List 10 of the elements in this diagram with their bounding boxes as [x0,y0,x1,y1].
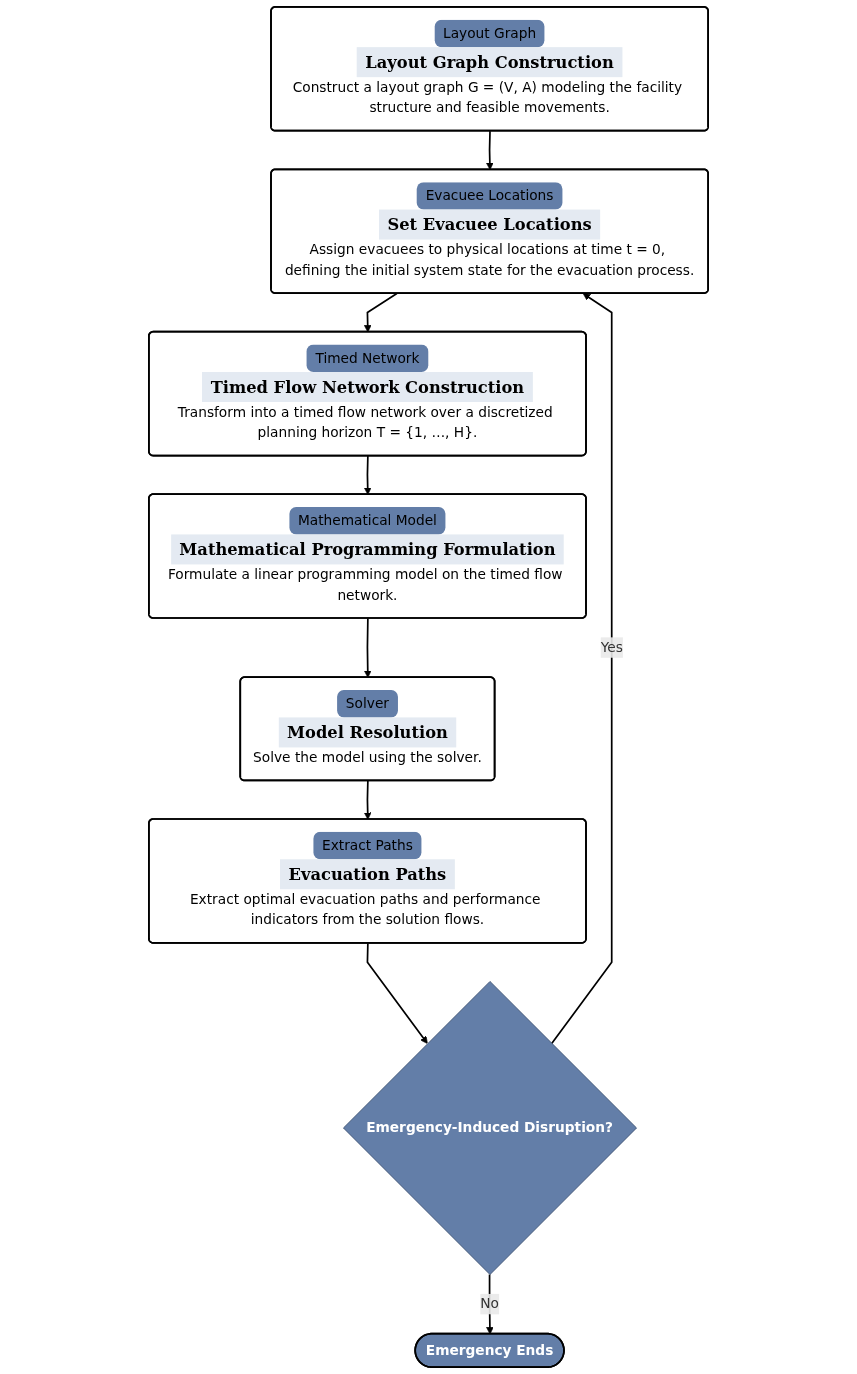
node-diamond: Emergency-Induced Disruption? [343,981,637,1275]
edge-label: No [480,1295,499,1312]
arrow [363,292,398,333]
arrow [366,942,428,1044]
arrow [363,780,372,820]
arrow [363,455,372,495]
arrow [364,617,372,678]
arrow [550,293,613,1045]
arrow [486,130,494,171]
edge-label: Yes [600,639,623,656]
